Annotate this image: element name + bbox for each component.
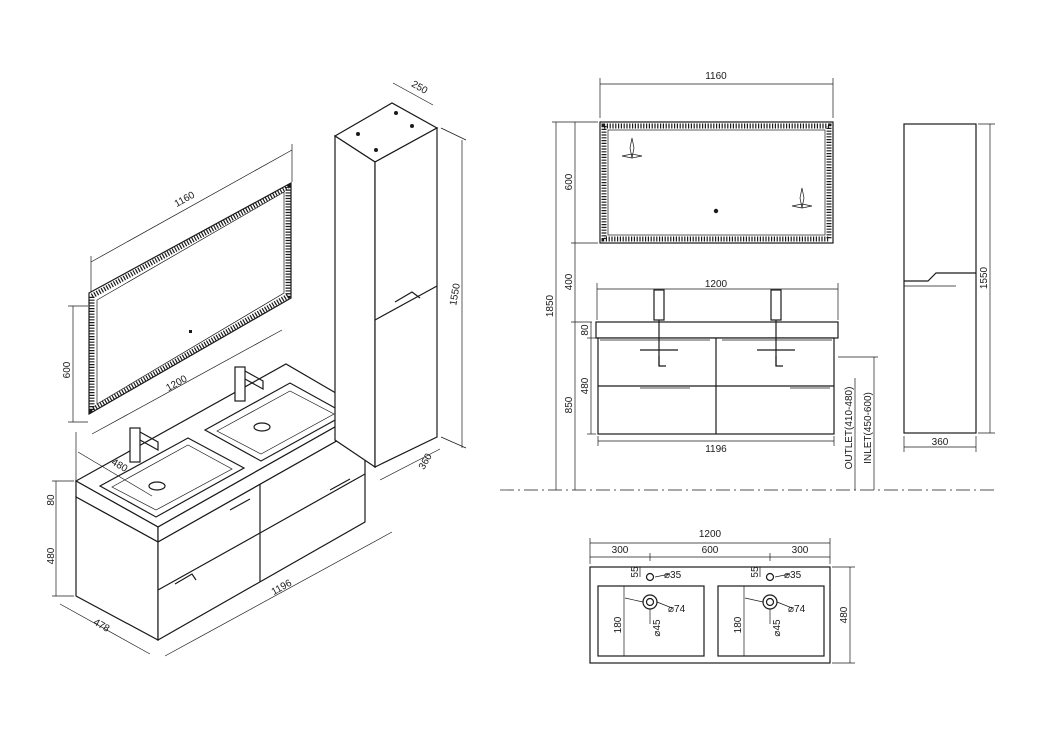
iso-mirror-height-dim: 600 — [62, 305, 88, 423]
iso-cabinet-width-label: 1196 — [270, 578, 295, 598]
front-mirror-width-label: 1160 — [705, 71, 727, 82]
plan-seg-left-label: 300 — [612, 545, 629, 556]
iso-top-dims: 1200 480 80 480 478 1196 — [46, 329, 393, 657]
iso-vanity — [74, 363, 367, 642]
plan-left-tap-offset: 55 — [630, 566, 641, 578]
iso-tall-width-label: 360 — [417, 451, 435, 471]
front-elevation: 1160 1850 600 400 850 80 480 1 — [500, 71, 998, 491]
isometric-view: 1160 600 — [46, 79, 467, 657]
iso-tall-cabinet: 250 1550 360 — [333, 79, 467, 481]
iso-tall-depth-label: 250 — [409, 79, 429, 97]
iso-cabinet-depth-label: 478 — [91, 617, 111, 635]
plan-right-tap-offset: 55 — [750, 566, 761, 578]
front-vanity: 1200 1196 — [595, 279, 839, 455]
front-top-thickness-label: 80 — [580, 324, 591, 336]
plan-right-basin-offset: 180 — [733, 616, 744, 633]
front-mirror: 1160 — [599, 71, 834, 244]
plan-right-drain-hole: ⌀74 — [788, 604, 806, 615]
front-tall-height-label: 1550 — [979, 266, 990, 289]
iso-mirror-width-dim: 1160 — [90, 144, 293, 292]
iso-mirror-width-label: 1160 — [173, 190, 198, 210]
front-gap-label: 400 — [564, 273, 575, 290]
plan-seg-right-label: 300 — [792, 545, 809, 556]
front-outlet-label: OUTLET(410-480) — [844, 387, 855, 470]
plan-width-label: 1200 — [699, 529, 722, 540]
front-total-height-label: 1850 — [545, 294, 556, 317]
plan-left-drain-inner: ⌀45 — [652, 619, 663, 637]
plan-left-drain-hole: ⌀74 — [668, 604, 686, 615]
front-cabinet-width-label: 1196 — [705, 444, 727, 455]
plan-depth-label: 480 — [839, 606, 850, 623]
iso-cabinet-height-label: 480 — [46, 547, 57, 564]
plan-right-basin: 55 ⌀35 ⌀74 ⌀45 180 — [733, 566, 806, 656]
iso-top-width-label: 1200 — [164, 373, 189, 394]
plan-right-tap-hole: ⌀35 — [784, 570, 802, 581]
front-floor-height-label: 850 — [564, 396, 575, 413]
plan-left-basin: 55 ⌀35 ⌀74 ⌀45 180 — [613, 566, 686, 656]
iso-mirror-height-label: 600 — [62, 361, 73, 378]
plan-left-basin-offset: 180 — [613, 616, 624, 633]
front-tall-width-label: 360 — [932, 437, 949, 448]
plan-view: 1200 300 600 300 480 55 ⌀35 ⌀74 ⌀45 180 — [589, 529, 855, 664]
iso-tall-height-label: 1550 — [448, 282, 463, 306]
front-tall-cabinet: 1550 360 — [903, 123, 995, 452]
iso-top-thickness-label: 80 — [46, 494, 57, 506]
front-inlet-label: INLET(450-600) — [863, 392, 874, 464]
plan-right-drain-inner: ⌀45 — [772, 619, 783, 637]
plan-left-tap-hole: ⌀35 — [664, 570, 682, 581]
iso-mirror — [88, 181, 292, 416]
front-top-width-label: 1200 — [705, 279, 728, 290]
plan-seg-mid-label: 600 — [702, 545, 719, 556]
front-plumbing-dims: OUTLET(410-480) INLET(450-600) — [838, 356, 878, 490]
front-vertical-dims: 1850 600 400 850 80 480 — [545, 121, 598, 490]
front-mirror-height-label: 600 — [564, 173, 575, 190]
front-drawer-height-label: 480 — [580, 377, 591, 394]
